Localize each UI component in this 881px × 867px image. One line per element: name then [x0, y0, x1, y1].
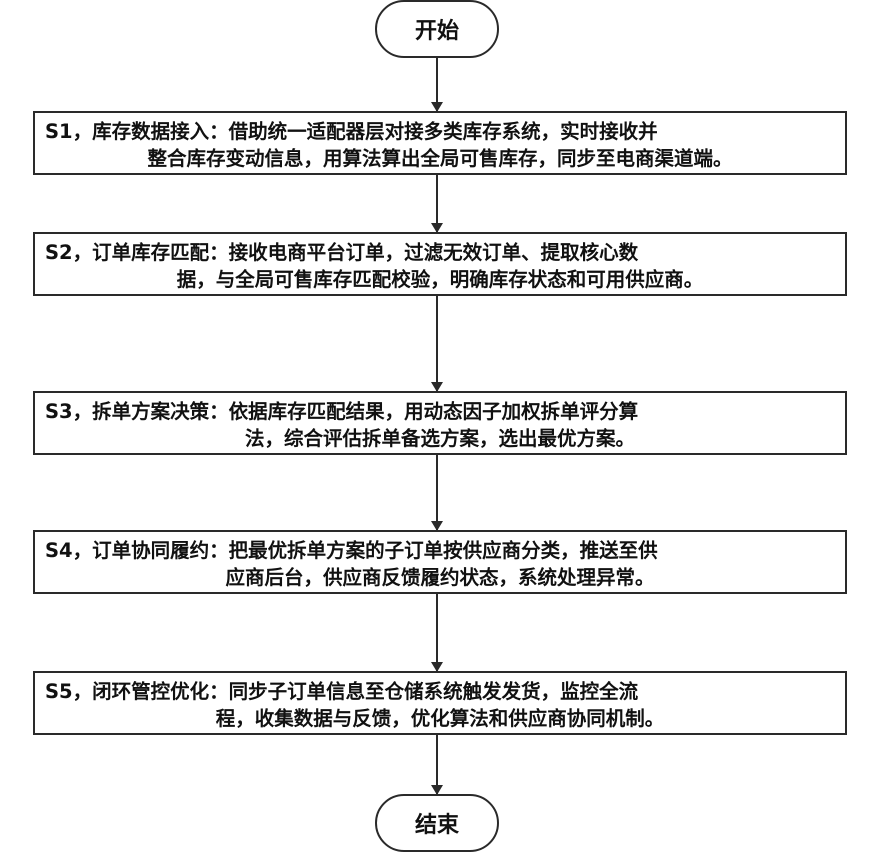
start-node: 开始: [375, 0, 499, 58]
step-s1-line2: 整合库存变动信息，用算法算出全局可售库存，同步至电商渠道端。: [45, 145, 835, 172]
step-s4-line2: 应商后台，供应商反馈履约状态，系统处理异常。: [45, 564, 835, 591]
step-s1-line1: S1，库存数据接入：借助统一适配器层对接多类库存系统，实时接收并: [45, 118, 835, 145]
step-s3-line1: S3，拆单方案决策：依据库存匹配结果，用动态因子加权拆单评分算: [45, 398, 835, 425]
step-s3-box: S3，拆单方案决策：依据库存匹配结果，用动态因子加权拆单评分算 法，综合评估拆单…: [33, 391, 847, 455]
end-node: 结束: [375, 794, 499, 852]
step-s2-box: S2，订单库存匹配：接收电商平台订单，过滤无效订单、提取核心数 据，与全局可售库…: [33, 232, 847, 296]
step-s5-line2: 程，收集数据与反馈，优化算法和供应商协同机制。: [45, 705, 835, 732]
step-s3-line2: 法，综合评估拆单备选方案，选出最优方案。: [45, 425, 835, 452]
start-label: 开始: [415, 13, 459, 45]
step-s2-line2: 据，与全局可售库存匹配校验，明确库存状态和可用供应商。: [45, 266, 835, 293]
end-label: 结束: [415, 807, 459, 839]
step-s2-line1: S2，订单库存匹配：接收电商平台订单，过滤无效订单、提取核心数: [45, 239, 835, 266]
step-s4-box: S4，订单协同履约：把最优拆单方案的子订单按供应商分类，推送至供 应商后台，供应…: [33, 530, 847, 594]
step-s4-line1: S4，订单协同履约：把最优拆单方案的子订单按供应商分类，推送至供: [45, 537, 835, 564]
step-s5-box: S5，闭环管控优化：同步子订单信息至仓储系统触发发货，监控全流 程，收集数据与反…: [33, 671, 847, 735]
step-s5-line1: S5，闭环管控优化：同步子订单信息至仓储系统触发发货，监控全流: [45, 678, 835, 705]
step-s1-box: S1，库存数据接入：借助统一适配器层对接多类库存系统，实时接收并 整合库存变动信…: [33, 111, 847, 175]
